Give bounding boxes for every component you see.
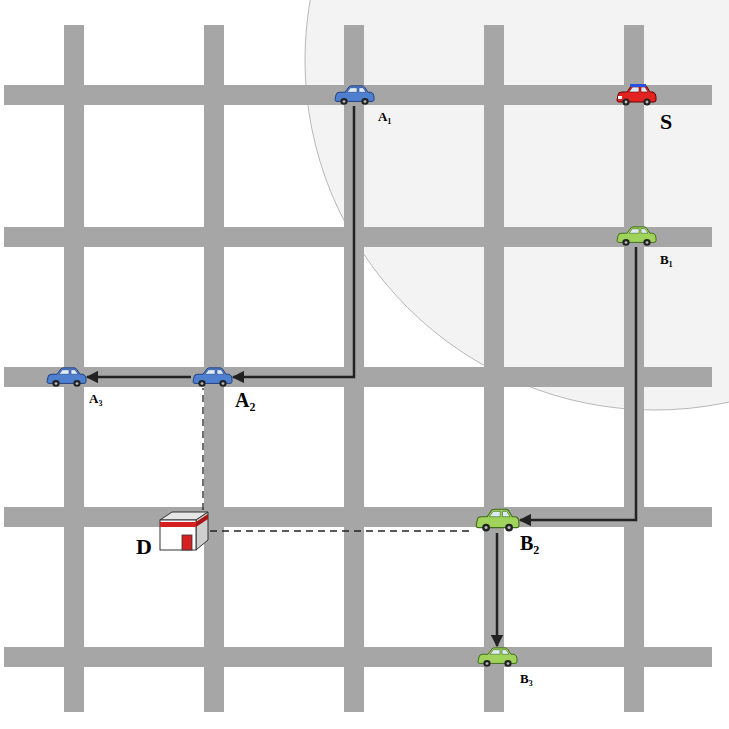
car-body	[617, 227, 656, 243]
car-icon	[615, 225, 657, 247]
car-body	[335, 86, 374, 102]
car-icon	[191, 366, 233, 388]
headlight	[618, 96, 622, 99]
position-label: A₁	[378, 110, 391, 123]
position-label: A₂	[235, 390, 255, 410]
vehicle-node: B₁	[615, 225, 657, 247]
position-label: B₂	[520, 533, 539, 553]
route-arrow	[520, 247, 636, 520]
siren-bar	[630, 84, 646, 87]
car-wheel	[482, 524, 490, 532]
shop-band	[160, 522, 196, 527]
car-wheel	[622, 98, 629, 105]
position-label: B₁	[660, 253, 673, 266]
wheel-hub	[343, 100, 346, 103]
shop-front	[160, 520, 196, 550]
wheel-hub	[625, 101, 628, 104]
shop-door	[182, 535, 192, 550]
shop-icon	[158, 510, 210, 552]
car-window	[489, 511, 510, 516]
vehicle-node: A₃	[45, 366, 87, 388]
shop-side	[196, 512, 208, 550]
coverage-circle	[305, 0, 729, 410]
wheel-hub	[76, 382, 79, 385]
wheel-hub	[486, 662, 489, 665]
vehicle-node: B₃	[476, 646, 518, 668]
wheel-hub	[55, 382, 58, 385]
car-body	[476, 509, 519, 527]
wheel-hub	[485, 526, 488, 529]
wheel-hub	[646, 241, 649, 244]
car-wheel	[622, 239, 629, 246]
route-arrow	[87, 376, 191, 379]
car-wheel	[219, 380, 226, 387]
car-wheel	[483, 660, 490, 667]
wheel-hub	[507, 662, 510, 665]
route-arrow	[233, 106, 354, 377]
car-body	[478, 648, 517, 664]
road	[4, 85, 712, 105]
car-wheel	[340, 98, 347, 105]
car-body	[617, 85, 656, 102]
car-wheel	[73, 380, 80, 387]
position-label: S	[660, 111, 672, 133]
wheel-hub	[508, 526, 511, 529]
car-icon	[333, 84, 375, 106]
car-window	[347, 88, 366, 93]
position-label: A₃	[89, 392, 102, 405]
car-body	[193, 368, 232, 384]
car-window	[205, 370, 224, 375]
wheel-hub	[646, 101, 649, 104]
destination-node: D	[158, 510, 210, 552]
car-wheel	[52, 380, 59, 387]
roads	[4, 25, 712, 712]
car-body	[47, 368, 86, 384]
distance-line	[202, 388, 203, 510]
car-window	[629, 87, 648, 92]
vehicle-node: A₁	[333, 84, 375, 106]
car-icon	[474, 507, 520, 533]
car-wheel	[361, 98, 368, 105]
car-wheel	[198, 380, 205, 387]
vehicle-node: B₂	[474, 507, 520, 533]
shop-band	[196, 514, 208, 527]
car-icon	[615, 83, 657, 107]
wheel-hub	[625, 241, 628, 244]
car-icon	[476, 646, 518, 668]
car-window	[490, 650, 509, 655]
car-wheel	[643, 239, 650, 246]
wheel-hub	[201, 382, 204, 385]
car-wheel	[643, 98, 650, 105]
position-label: D	[136, 536, 152, 558]
road	[4, 227, 712, 247]
position-label: B₃	[520, 672, 533, 685]
road	[4, 367, 712, 387]
car-icon	[45, 366, 87, 388]
route-arrow	[496, 533, 499, 646]
road	[4, 507, 712, 527]
car-wheel	[504, 660, 511, 667]
car-window	[59, 370, 78, 375]
road	[4, 647, 712, 667]
distance-line	[210, 530, 474, 531]
car-window	[629, 229, 648, 234]
wheel-hub	[364, 100, 367, 103]
wheel-hub	[222, 382, 225, 385]
vehicle-node: A₂	[191, 366, 233, 388]
car-wheel	[505, 524, 513, 532]
vehicle-node: S	[615, 83, 657, 107]
